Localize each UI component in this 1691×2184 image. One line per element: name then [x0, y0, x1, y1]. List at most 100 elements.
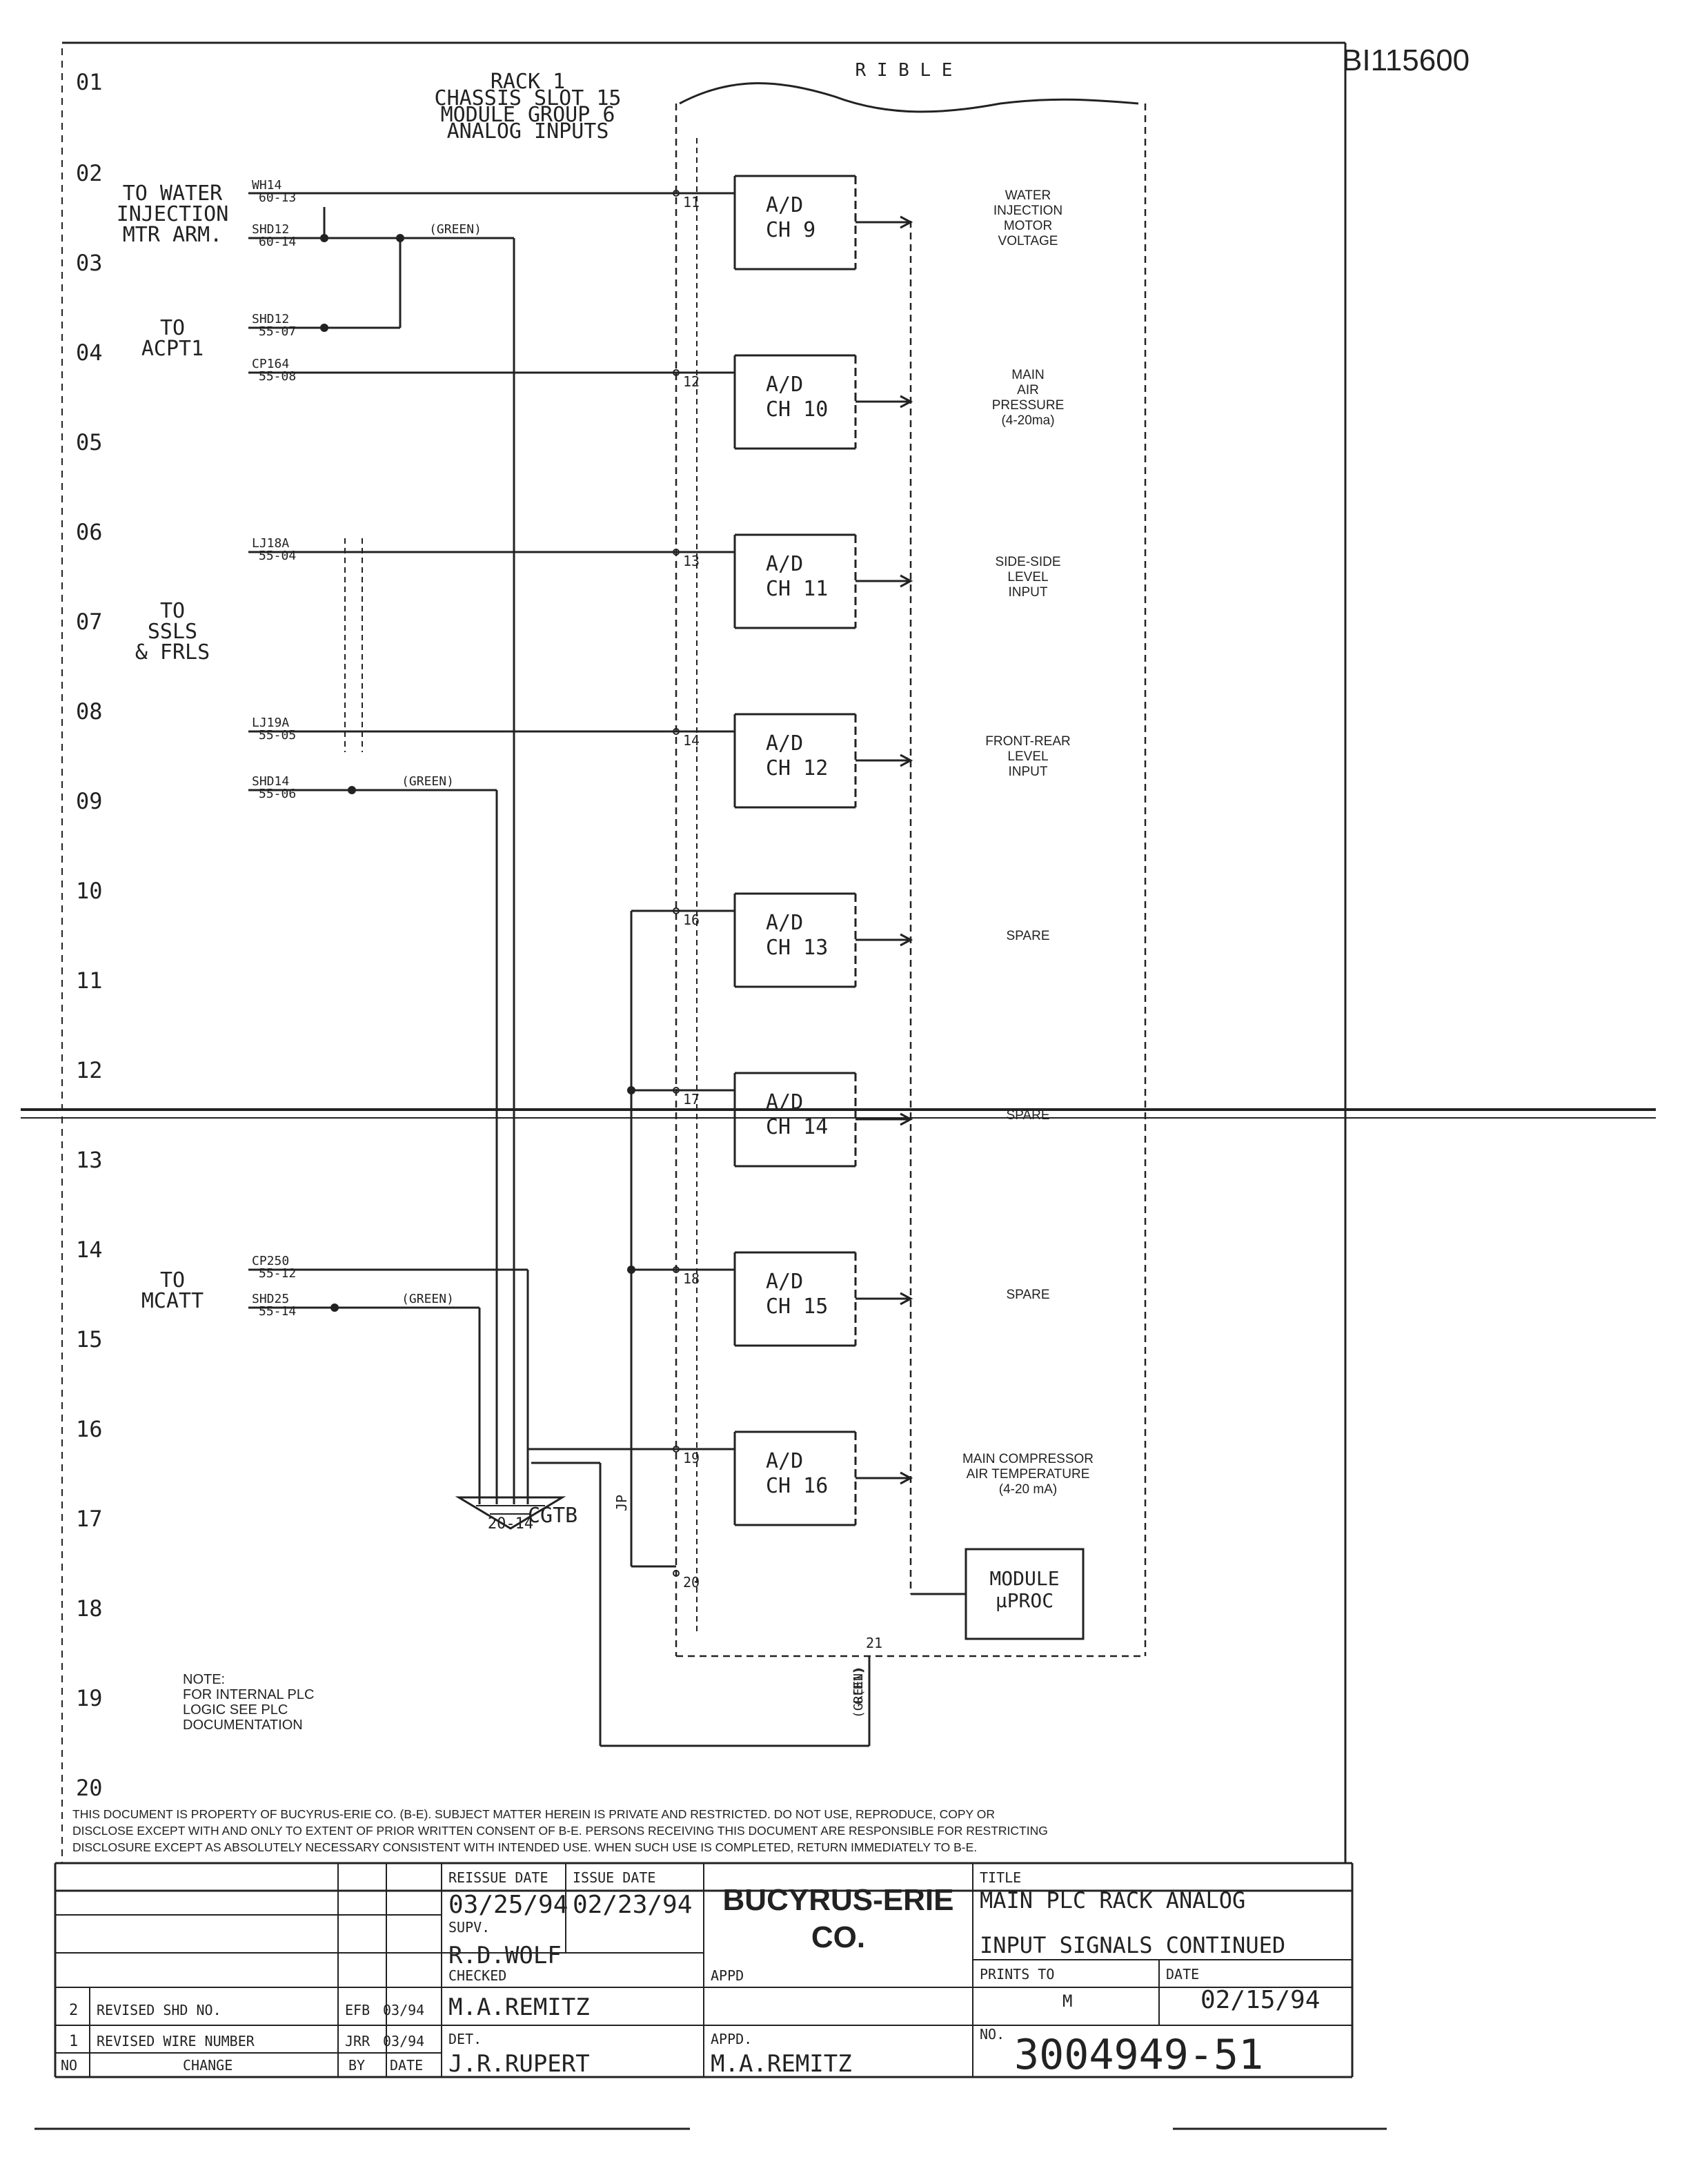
document-id: BI115600	[1342, 43, 1470, 77]
channel-number: CH 9	[766, 218, 815, 242]
channel-type: A/D	[766, 552, 803, 576]
terminal-number: 20	[683, 1574, 700, 1591]
row-number: 09	[76, 788, 103, 814]
checked-name: M.A.REMITZ	[448, 1994, 590, 2021]
terminal-number: 11	[683, 194, 700, 210]
channel-type: A/D	[766, 1270, 803, 1294]
wire-terminal: 55-07	[259, 324, 296, 339]
channel-number: CH 13	[766, 936, 828, 960]
module-uproc-box	[965, 1548, 1085, 1640]
terminal-point	[673, 1570, 680, 1577]
date-label: DATE	[1166, 1966, 1199, 1983]
rack-title: MODULE GROUP 6	[441, 103, 615, 127]
det-label: DET.	[448, 2031, 482, 2047]
prints-to-value: M	[1062, 1991, 1072, 2011]
destination-label: MCATT	[141, 1289, 204, 1313]
channel-signal-label: (4-20ma)	[1001, 413, 1054, 428]
row-number: 15	[76, 1326, 103, 1352]
destination-label: MTR ARM.	[123, 223, 223, 247]
revision-number: 1	[69, 2033, 78, 2050]
input-wires	[248, 192, 966, 1747]
terminal-point	[673, 907, 680, 914]
appd2-name: M.A.REMITZ	[711, 2050, 852, 2078]
channel-signal-label: MAIN	[1011, 368, 1045, 382]
module-label: µPROC	[996, 1589, 1054, 1612]
rack-cable-label: R I B L E	[856, 60, 953, 81]
channel-signal-label: MAIN COMPRESSOR	[962, 1452, 1094, 1466]
border-lines	[21, 41, 1656, 2130]
terminal-number: 19	[683, 1450, 700, 1466]
revision-date: 03/94	[383, 2002, 424, 2018]
destination-label: TO	[160, 1268, 185, 1292]
channel-signal-label: (4-20 mA)	[999, 1482, 1057, 1497]
channel-number: CH 11	[766, 577, 828, 601]
drawing-title-line: INPUT SIGNALS CONTINUED	[980, 1932, 1285, 1958]
terminal-point	[673, 190, 680, 197]
note-text: LOGIC SEE PLC	[183, 1702, 288, 1718]
title-block-lines	[54, 1862, 1354, 2078]
green-wire-label: (GREEN)	[429, 222, 482, 237]
terminal-point	[673, 1087, 680, 1094]
shield-dashes	[344, 138, 698, 1635]
revision-change: REVISED SHD NO.	[97, 2002, 221, 2018]
wire-terminal: 55-06	[259, 787, 296, 801]
company-name: CO.	[811, 1920, 865, 1954]
channel-number: CH 14	[766, 1115, 828, 1139]
terminal-number: 14	[683, 732, 700, 749]
green-wire-label: (GREEN)	[402, 774, 454, 789]
wire-label: SHD12	[252, 222, 289, 237]
wire-label: WH14	[252, 178, 281, 193]
row-number: 13	[76, 1147, 103, 1173]
wire-terminal: 55-05	[259, 728, 296, 742]
ground-wire-label: (GREEN)	[851, 1666, 866, 1718]
channel-signal-label: AIR TEMPERATURE	[967, 1467, 1090, 1482]
channel-arrow	[856, 933, 913, 947]
disclaimer-text: DISCLOSE EXCEPT WITH AND ONLY TO EXTENT …	[72, 1824, 1048, 1838]
wire-label: LJ18A	[252, 536, 289, 551]
terminal-point	[673, 1266, 680, 1273]
channel-type: A/D	[766, 1449, 803, 1473]
destination-label: SSLS	[148, 620, 197, 644]
terminal-number: 17	[683, 1091, 700, 1108]
terminal-number: 16	[683, 912, 700, 928]
rack-cable-wave	[679, 82, 1139, 113]
det-name: J.R.RUPERT	[448, 2050, 590, 2078]
row-number: 08	[76, 698, 103, 725]
channel-type: A/D	[766, 911, 803, 935]
wire-terminal: 55-08	[259, 369, 296, 384]
revision-number: 2	[69, 2002, 78, 2019]
row-number: 14	[76, 1237, 103, 1263]
wire-terminal: 55-14	[259, 1304, 296, 1319]
channel-signal-label: SPARE	[1006, 1288, 1049, 1302]
destination-label: TO	[160, 316, 185, 340]
channel-type: A/D	[766, 1090, 803, 1114]
channel-signal-label: VOLTAGE	[998, 234, 1058, 248]
terminal-point	[673, 369, 680, 376]
terminal-point	[673, 1446, 680, 1453]
reissue-date: 03/25/94	[448, 1891, 568, 1919]
terminal-number: 13	[683, 553, 700, 569]
channel-signal-label: WATER	[1005, 188, 1051, 203]
row-number: 01	[76, 69, 103, 95]
reissue-date-label: REISSUE DATE	[448, 1869, 548, 1886]
channel-type: A/D	[766, 193, 803, 217]
row-number: 11	[76, 967, 103, 994]
junction-dots	[320, 234, 635, 1312]
row-number: 10	[76, 878, 103, 904]
channel-signal-label: SIDE-SIDE	[995, 555, 1060, 569]
channel-arrow	[856, 1292, 913, 1306]
revision-change: REVISED WIRE NUMBER	[97, 2033, 255, 2049]
rev-header-change: CHANGE	[183, 2057, 233, 2074]
channel-arrow	[856, 754, 913, 767]
row-number: 02	[76, 160, 103, 186]
jumper-label: JP	[613, 1495, 630, 1511]
company-name: BUCYRUS-ERIE	[723, 1883, 954, 1917]
row-number: 06	[76, 519, 103, 545]
